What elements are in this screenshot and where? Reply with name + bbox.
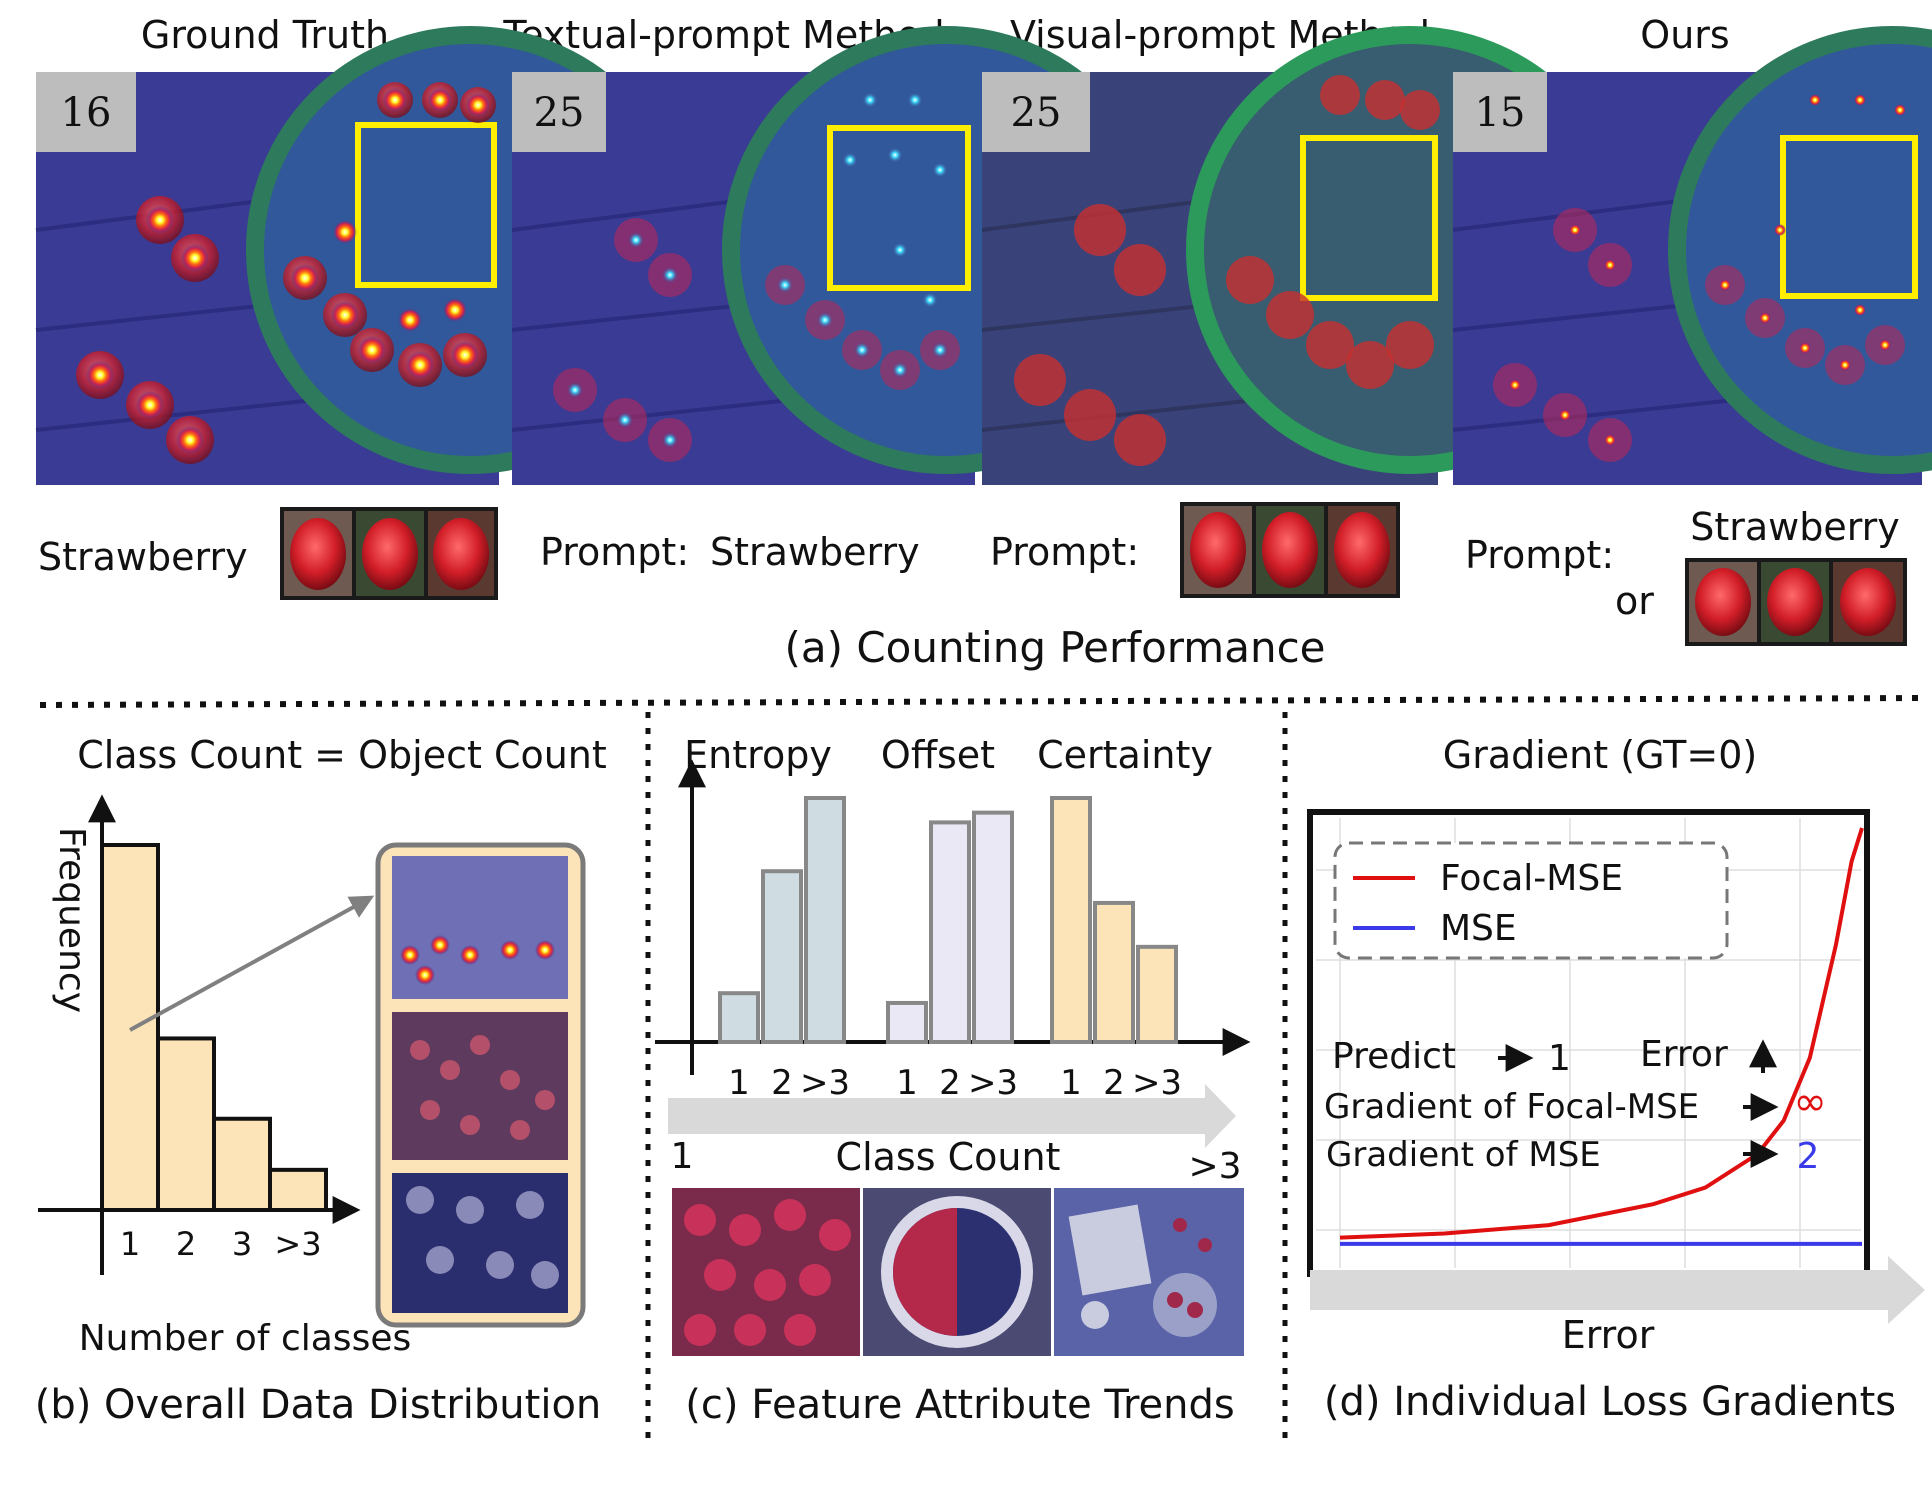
gradient-focal-label: Gradient of Focal-MSE	[1324, 1087, 1699, 1127]
panel-d: Gradient (GT=0) Focal-MSE MSE Predict 1 …	[1307, 733, 1925, 1425]
error-label: Error	[1640, 1034, 1728, 1075]
caption-b: (b) Overall Data Distribution	[35, 1382, 602, 1428]
group-label-offset: Offset	[881, 733, 995, 777]
arrow-left-label: 1	[671, 1136, 694, 1177]
gt-class-label: Strawberry	[38, 535, 248, 579]
section-divider	[39, 695, 1926, 708]
class-count-label: Class Count	[836, 1135, 1061, 1179]
arrow-right-label: >3	[1188, 1146, 1241, 1187]
ours-prompt-or: or	[1615, 579, 1654, 623]
strawberry-markers-gt	[76, 82, 496, 464]
textual-prompt-prefix: Prompt:	[540, 530, 689, 574]
count-ours: 15	[1475, 90, 1526, 136]
textual-prompt-word: Strawberry	[710, 530, 920, 574]
y-axis-label: Frequency	[51, 827, 92, 1013]
x-axis-label: Error	[1562, 1313, 1655, 1357]
tick-label: 1	[896, 1063, 918, 1103]
highlight-box	[1300, 135, 1438, 301]
count-visual: 25	[1011, 90, 1062, 136]
bar-offset-2	[929, 820, 971, 1045]
caption-a: (a) Counting Performance	[784, 623, 1325, 672]
bar-certainty-2	[1093, 900, 1135, 1044]
x-axis-label: Number of classes	[79, 1318, 411, 1359]
visual-prompt-prefix: Prompt:	[990, 530, 1139, 574]
ours-prompt-prefix: Prompt:	[1465, 533, 1614, 577]
strawberry-markers-ours	[1493, 94, 1906, 462]
predict-label: Predict	[1332, 1036, 1456, 1077]
count-textual: 25	[534, 90, 585, 136]
caption-d: (d) Individual Loss Gradients	[1324, 1379, 1896, 1425]
bar-certainty-1	[1050, 796, 1092, 1044]
legend: Focal-MSE MSE	[1333, 841, 1729, 960]
bar-offset-1	[886, 1000, 928, 1045]
tick-label-2: 3	[232, 1225, 252, 1263]
panel-a: Ground Truth Textual-prompt Method Visua…	[35, 13, 1932, 672]
mse-value: 2	[1797, 1136, 1820, 1177]
pointer-arrow	[129, 895, 375, 1032]
class-count-arrow	[668, 1084, 1236, 1148]
column-title-ours: Ours	[1640, 13, 1729, 57]
predict-value: 1	[1548, 1038, 1571, 1079]
count-badge	[512, 72, 606, 152]
group-label-certainty: Certainty	[1037, 733, 1213, 777]
tick-label: 1	[1060, 1063, 1082, 1103]
exemplar-crops-ours	[1685, 558, 1907, 646]
highlight-box	[1780, 135, 1918, 299]
caption-c: (c) Feature Attribute Trends	[685, 1382, 1234, 1428]
exemplar-crops-visual	[1180, 502, 1400, 598]
highlight-box	[355, 122, 497, 288]
bar-entropy-1	[718, 991, 760, 1045]
tick-label: >3	[1132, 1063, 1182, 1103]
column-title-ground-truth: Ground Truth	[141, 13, 389, 57]
count-ground-truth: 16	[61, 90, 112, 136]
tick-label-3: >3	[274, 1225, 321, 1263]
bar-2	[156, 1036, 216, 1212]
bar-1	[100, 843, 160, 1212]
sample-image-dense	[392, 1012, 568, 1160]
ours-prompt-word: Strawberry	[1690, 505, 1900, 549]
tick-label: >3	[968, 1063, 1018, 1103]
example-images	[672, 1188, 1244, 1356]
bar-certainty->3	[1136, 944, 1178, 1045]
error-axis-arrow	[1310, 1256, 1925, 1324]
tick-label-0: 1	[120, 1225, 140, 1263]
tick-label: 1	[728, 1063, 750, 1103]
panel-b-title: Class Count = Object Count	[77, 733, 607, 777]
bar-entropy->3	[804, 796, 846, 1044]
tick-label-1: 2	[176, 1225, 196, 1263]
sample-images-box	[375, 842, 586, 1328]
tick-label: >3	[800, 1063, 850, 1103]
gradient-mse-label: Gradient of MSE	[1326, 1135, 1601, 1175]
strawberry-markers-textual	[553, 92, 960, 462]
strawberry-markers-visual	[1014, 75, 1440, 466]
count-badge	[982, 72, 1090, 152]
legend-focal-mse: Focal-MSE	[1440, 858, 1623, 899]
bar->3	[268, 1167, 328, 1212]
tick-label: 2	[939, 1063, 961, 1103]
panel-d-title: Gradient (GT=0)	[1443, 733, 1757, 777]
bar-3	[212, 1116, 272, 1212]
exemplar-crops-gt	[280, 507, 498, 600]
tick-label: 2	[1103, 1063, 1125, 1103]
highlight-box	[827, 125, 971, 291]
bar-offset->3	[972, 810, 1014, 1045]
tick-label: 2	[771, 1063, 793, 1103]
legend-mse: MSE	[1440, 908, 1517, 949]
group-label-entropy: Entropy	[684, 733, 832, 777]
count-badge	[1453, 72, 1547, 152]
count-badge	[36, 72, 136, 152]
bar-entropy-2	[761, 869, 803, 1045]
focal-value: ∞	[1793, 1079, 1826, 1125]
